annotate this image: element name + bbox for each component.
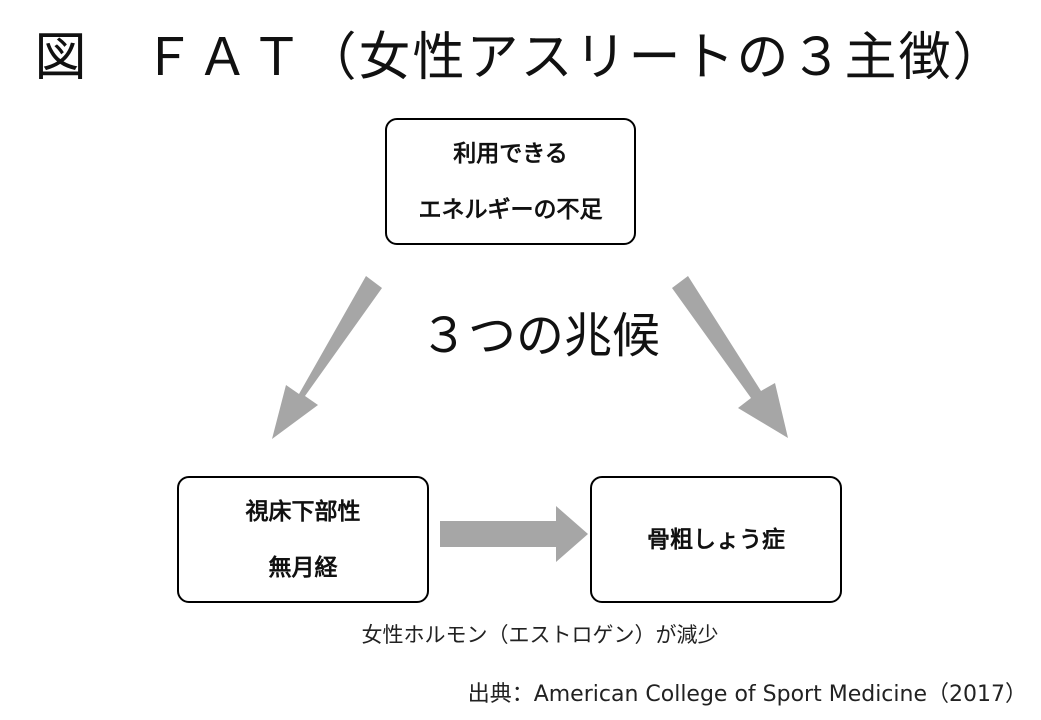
box-amenorrhea: 視床下部性 無月経	[177, 476, 429, 603]
arrow-down-right	[672, 276, 788, 438]
center-label: ３つの兆候	[419, 308, 660, 364]
box-osteoporosis: 骨粗しょう症	[590, 476, 842, 603]
box-energy-line1: 利用できる	[453, 140, 568, 167]
source-citation: 出典：American College of Sport Medicine（20…	[467, 682, 1027, 707]
box-amenorrhea-line1: 視床下部性	[245, 498, 361, 525]
arrow-right	[440, 506, 588, 562]
box-amenorrhea-line2: 無月経	[268, 554, 338, 581]
figure-title: 図 ＦＡＴ（女性アスリートの３主徴）	[34, 28, 1007, 88]
box-energy-deficiency: 利用できる エネルギーの不足	[385, 118, 636, 245]
hormone-note: 女性ホルモン（エストロゲン）が減少	[361, 623, 719, 647]
box-energy-line2: エネルギーの不足	[418, 196, 603, 223]
box-osteoporosis-line1: 骨粗しょう症	[647, 526, 785, 553]
arrow-down-left	[272, 276, 382, 439]
